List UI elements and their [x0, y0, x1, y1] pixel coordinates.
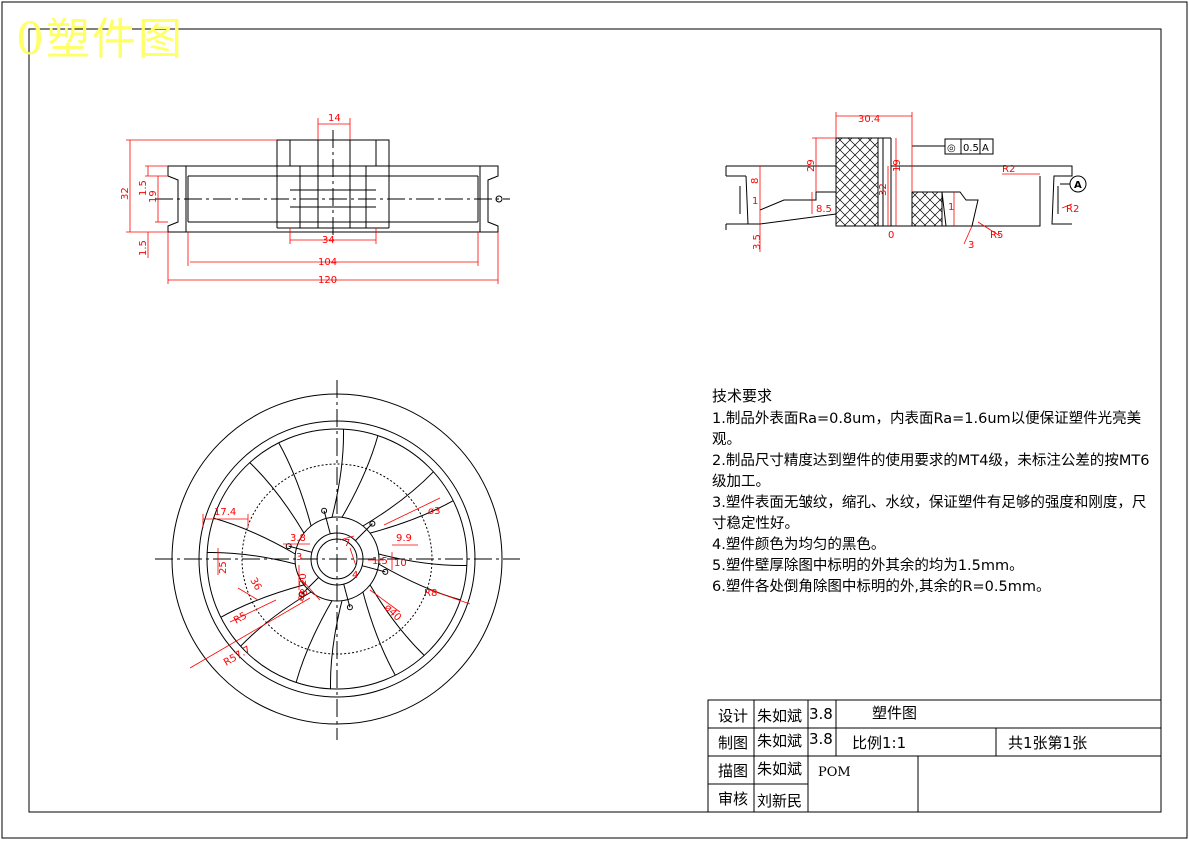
review-name: 刘新民	[757, 792, 803, 810]
draw-date: 3.8	[809, 730, 833, 748]
dim-3-8: 3.8	[290, 533, 306, 544]
hub-rib	[323, 510, 331, 535]
top-right-section-view	[725, 137, 1087, 230]
dim-1-5-b: 1.5	[138, 240, 149, 256]
dim-1-5-a: 1.5	[138, 180, 149, 196]
design-date: 3.8	[809, 705, 833, 723]
dim-r2-a: R2	[1002, 164, 1015, 175]
dim-104: 104	[318, 257, 337, 268]
tech-item-2: 2.制品尺寸精度达到塑件的使用要求的MT4级，未标注公差的按MT6级加工。	[712, 453, 1150, 490]
hub-rib	[343, 583, 351, 608]
trace-label: 描图	[718, 762, 749, 780]
draw-label: 制图	[718, 734, 749, 752]
dim-8-5: 8.5	[816, 204, 832, 215]
dim-29: 29	[806, 159, 817, 172]
dim-r2-b: R2	[1066, 204, 1079, 215]
drawing-title: 塑件图	[872, 704, 918, 722]
sheet-count: 共1张第1张	[1008, 734, 1088, 752]
hub-rib	[288, 545, 313, 553]
review-label: 审核	[718, 790, 749, 808]
dim-r8: R8	[424, 588, 437, 599]
spoke	[207, 517, 296, 565]
dim-17-4: 17.4	[214, 507, 236, 518]
top-left-section-view	[155, 130, 510, 240]
trace-name: 朱如斌	[757, 760, 803, 778]
rib-pin	[321, 507, 328, 514]
dim-30-4: 30.4	[858, 114, 880, 125]
top-right-dimensions	[759, 112, 1073, 252]
dim-32: 32	[878, 183, 889, 196]
spoke	[362, 471, 454, 534]
spoke	[249, 442, 312, 534]
hub-rib	[301, 577, 319, 595]
inner-frame	[28, 28, 1162, 813]
dim-phi40: ø40	[382, 602, 403, 623]
hub-rib	[361, 565, 386, 573]
dim-1-small: 1	[752, 196, 758, 207]
draw-name: 朱如斌	[757, 732, 803, 750]
front-view-dimensions	[189, 497, 471, 669]
datum-a-label: A	[1074, 180, 1082, 191]
tolerance-value: 0.5	[963, 143, 979, 154]
rib-pin	[346, 604, 353, 611]
tech-title: 技术要求	[712, 387, 773, 405]
dim-0: 0	[888, 230, 894, 241]
dim-r5: R5	[990, 230, 1003, 241]
dim-19: 19	[892, 159, 903, 172]
dim-34: 34	[322, 235, 335, 246]
tolerance-datum: A	[982, 143, 989, 154]
front-view	[155, 380, 520, 740]
dim-120: 120	[318, 275, 337, 286]
spoke	[295, 600, 343, 689]
dim-3: 3	[968, 240, 974, 251]
tech-item-6: 6.塑件各处倒角除图中标明的外,其余的R=0.5mm。	[712, 579, 1051, 595]
dim-7: 7	[344, 538, 350, 549]
tolerance-frame-labels: ◎ 0.5 A A	[947, 143, 1082, 191]
hub-ribs	[285, 507, 389, 611]
dim-4: 4	[352, 570, 358, 581]
rib-pin	[369, 520, 376, 527]
dim-10: 10	[394, 558, 407, 569]
hub-rib	[355, 523, 373, 541]
dim-3-5: 3.5	[752, 234, 763, 250]
top-left-dimensions	[126, 118, 499, 284]
rib-pin	[298, 591, 305, 598]
design-name: 朱如斌	[757, 707, 803, 725]
tech-item-3: 3.塑件表面无皱纹，缩孔、水纹，保证塑件有足够的强度和刚度，尺寸稳定性好。	[712, 495, 1147, 532]
dim-9-9: 9.9	[396, 533, 412, 544]
dim-phi8: ø8	[295, 587, 311, 603]
tech-item-4: 4.塑件颜色为均匀的黑色。	[712, 537, 886, 553]
dim-25: 25	[218, 561, 229, 574]
technical-requirements: 技术要求 1.制品外表面Ra=0.8um，内表面Ra=1.6um以便保证塑件光亮…	[712, 386, 1152, 598]
design-label: 设计	[718, 707, 749, 725]
dim-phi3: ø3	[428, 506, 440, 517]
spoke	[362, 584, 425, 676]
dim-19: 19	[148, 190, 159, 203]
rib-pin	[382, 568, 389, 575]
dim-1-5: 1.5	[372, 556, 388, 567]
tech-item-5: 5.塑件壁厚除图中标明的外其余的均为1.5mm。	[712, 558, 1024, 574]
dim-32: 32	[120, 187, 131, 200]
concentricity-icon: ◎	[947, 143, 956, 154]
watermark-title: 0塑件图	[16, 14, 184, 65]
dim-3: 3	[296, 552, 302, 563]
dim-20: 20	[298, 573, 309, 586]
title-block-grid	[707, 699, 1162, 813]
material: POM	[818, 765, 851, 780]
dim-r5: R5	[232, 610, 249, 626]
top-left-dimension-labels: 14 32 1.5 19 1.5 34 104 120	[120, 113, 341, 286]
spoke	[331, 429, 379, 518]
dim-1: 1	[948, 202, 954, 213]
tech-item-1: 1.制品外表面Ra=0.8um，内表面Ra=1.6um以便保证塑件光亮美观。	[712, 411, 1142, 448]
scale: 比例1:1	[852, 734, 907, 752]
dim-14: 14	[328, 113, 341, 124]
dim-8: 8	[750, 178, 761, 184]
dim-36: 36	[247, 576, 263, 593]
top-right-dimension-labels: 30.4 29 19 32 8.5 1 3.5 8 R2 R2 R5 3 0 1	[750, 114, 1079, 251]
